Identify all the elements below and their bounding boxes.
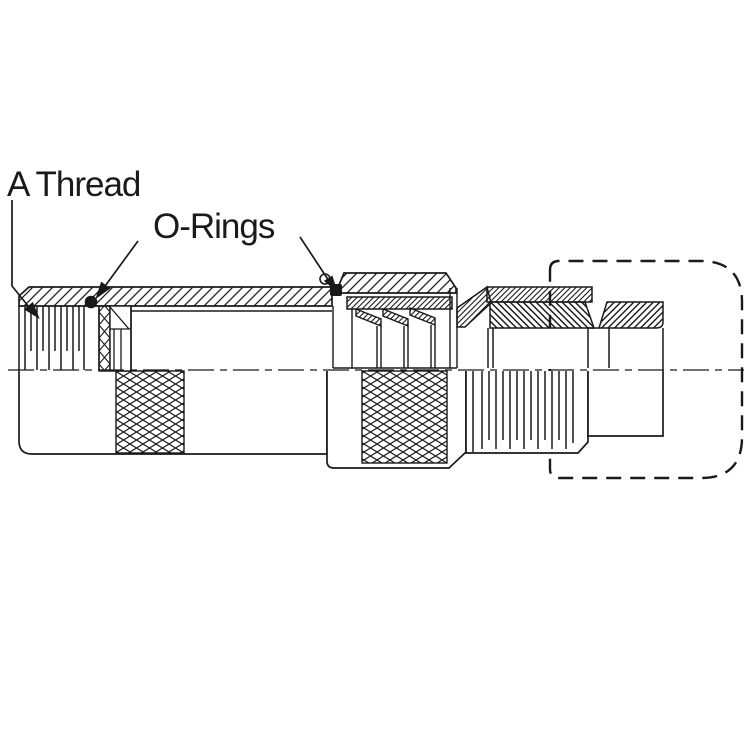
shell-top-section (18, 286, 333, 307)
o-ring-rear-leader (299, 236, 332, 285)
a-thread-section (18, 306, 100, 371)
a-thread-arrowhead (24, 301, 40, 320)
backshell-ramp (456, 285, 492, 328)
o-rings-label: O-Rings (153, 207, 275, 246)
phantom-mating-outline (548, 259, 744, 480)
finger-ring-section (346, 296, 453, 310)
spring-fingers (332, 288, 458, 369)
knurl-bands (115, 370, 448, 464)
backshell-section-top (456, 285, 664, 371)
o-ring-rear-arrowhead (323, 275, 338, 293)
band-left (489, 301, 596, 329)
callout-leaders (11, 200, 338, 320)
coupling-knurl-band (361, 370, 448, 464)
rear-nut-body (587, 371, 664, 437)
a-thread-leader (11, 200, 34, 313)
backshell-ribs (472, 371, 574, 452)
o-ring-front (84, 295, 98, 309)
o-ring-front-arrowhead (95, 281, 111, 300)
a-thread-label: A Thread (7, 165, 140, 204)
backshell-lip (486, 286, 593, 303)
band-right (597, 301, 664, 329)
seal-washer (98, 305, 332, 372)
backshell-body (465, 371, 589, 454)
front-knurl-band (115, 370, 185, 454)
collar-section (336, 272, 457, 294)
o-ring-front-leader (99, 240, 139, 294)
